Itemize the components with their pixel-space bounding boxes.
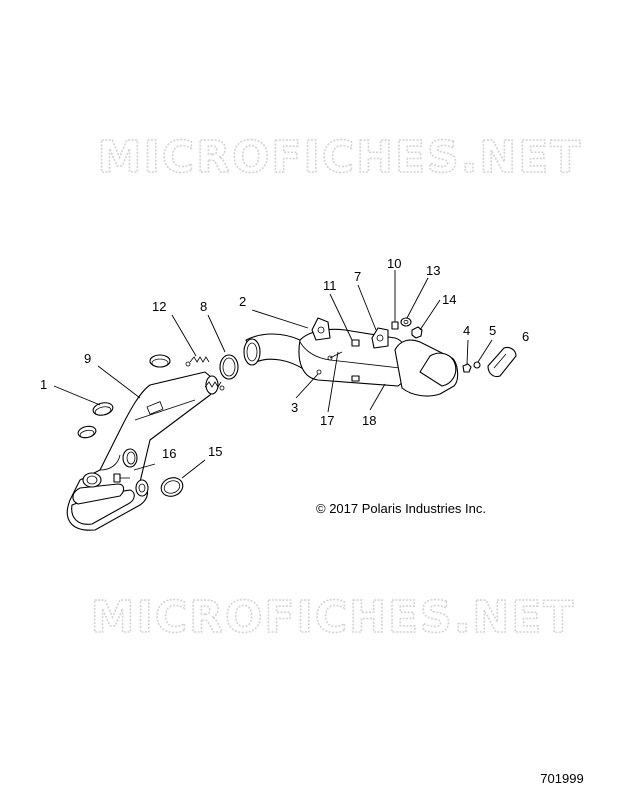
callout-9: 9 [84, 351, 91, 366]
callout-11: 11 [323, 278, 337, 293]
gasket-15 [160, 477, 184, 497]
callout-4: 4 [463, 323, 470, 338]
drawing-number: 701999 [540, 771, 583, 786]
callout-3: 3 [291, 400, 298, 415]
callout-16: 16 [162, 446, 176, 461]
callout-labels: 1 2 3 4 5 6 7 8 9 10 11 12 13 14 15 16 1… [40, 256, 529, 461]
callout-7: 7 [354, 269, 361, 284]
callout-1: 1 [40, 377, 47, 392]
nut-14 [411, 326, 423, 339]
callout-14: 14 [442, 292, 456, 307]
bolt-16 [113, 473, 130, 483]
watermark-bottom: MICROFICHES.NET [91, 592, 576, 643]
gasket-8 [219, 354, 239, 380]
fastener-5 [473, 361, 481, 369]
leader-lines [53, 270, 493, 479]
fastener-4 [462, 363, 472, 373]
callout-10: 10 [387, 256, 401, 271]
callout-5: 5 [489, 323, 496, 338]
callout-13: 13 [426, 263, 440, 278]
watermark-top: MICROFICHES.NET [98, 132, 583, 183]
gasket-ring [149, 354, 171, 368]
springs-12 [185, 356, 225, 391]
callout-2: 2 [239, 294, 246, 309]
callout-15: 15 [208, 444, 222, 459]
copyright-notice: © 2017 Polaris Industries Inc. [316, 501, 486, 516]
bolt-10 [391, 321, 399, 330]
muffler-18 [243, 317, 459, 397]
tailpipe-tip-6 [487, 346, 517, 378]
callout-12: 12 [152, 299, 166, 314]
callout-8: 8 [200, 299, 207, 314]
callout-6: 6 [522, 329, 529, 344]
head-pipe-9 [66, 371, 219, 531]
washer-13 [400, 317, 412, 327]
callout-17: 17 [320, 413, 334, 428]
clamp-ring-1 [77, 402, 114, 439]
callout-18: 18 [362, 413, 376, 428]
seal-ring-16 [122, 448, 138, 468]
